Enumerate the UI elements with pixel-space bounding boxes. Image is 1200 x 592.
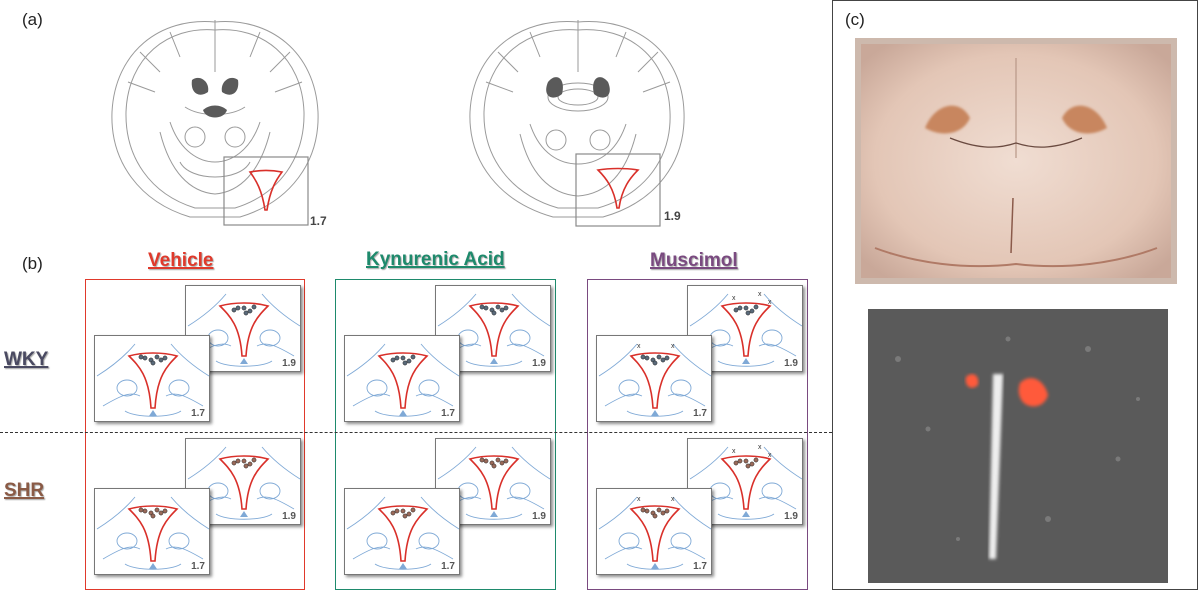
group-box-kynurenic-acid [335, 279, 556, 590]
panel-c-frame [832, 0, 1198, 590]
map-level-back: 1.9 [532, 358, 546, 369]
map-level-back: 1.9 [784, 358, 798, 369]
map-level-back: 1.9 [282, 358, 296, 369]
svg-text:x: x [758, 291, 762, 298]
svg-text:x: x [768, 299, 772, 306]
panel-label-a: (a) [22, 10, 43, 29]
map-level-back: 1.9 [532, 511, 546, 522]
brain-slice-photo [855, 38, 1177, 284]
strain-divider [0, 432, 832, 433]
map-level-back: 1.9 [282, 511, 296, 522]
svg-text:x: x [768, 452, 772, 459]
coronal-atlas-right [469, 20, 685, 227]
group-title-kynurenic-acid: Kynurenic Acid [366, 249, 505, 270]
map-level-front: 1.7 [441, 561, 455, 572]
svg-text:x: x [732, 448, 736, 455]
group-box-muscimol [587, 279, 808, 590]
map-level-back: 1.9 [784, 511, 798, 522]
map-level-front: 1.7 [191, 408, 205, 419]
placement-map-kynurenic-acid-wky-front: 1.7 [344, 335, 460, 422]
placement-map-kynurenic-acid-shr-front: 1.7 [344, 488, 460, 575]
svg-text:x: x [671, 496, 675, 503]
placement-map-vehicle-wky-front: 1.7 [94, 335, 210, 422]
placement-map-muscimol-wky-front: x x 1.7 [596, 335, 712, 422]
atlas-level-right: 1.9 [664, 209, 681, 223]
svg-text:x: x [637, 343, 641, 350]
panel-label-c: (c) [845, 10, 865, 29]
map-level-front: 1.7 [191, 561, 205, 572]
row-label-shr: SHR [4, 480, 45, 501]
group-title-muscimol: Muscimol [650, 250, 738, 271]
map-level-front: 1.7 [693, 408, 707, 419]
svg-text:x: x [637, 496, 641, 503]
atlas-level-left: 1.7 [310, 214, 327, 228]
coronal-atlas-left [111, 20, 319, 226]
map-level-front: 1.7 [441, 408, 455, 419]
placement-map-vehicle-shr-front: 1.7 [94, 488, 210, 575]
svg-text:x: x [671, 343, 675, 350]
svg-text:x: x [732, 295, 736, 302]
panel-label-b: (b) [22, 254, 43, 273]
row-label-wky: WKY [4, 349, 49, 370]
fluorescent-injection-site [868, 309, 1168, 583]
map-level-front: 1.7 [693, 561, 707, 572]
group-box-vehicle [85, 279, 305, 590]
placement-map-muscimol-shr-front: x x 1.7 [596, 488, 712, 575]
svg-text:x: x [758, 444, 762, 451]
group-title-vehicle: Vehicle [148, 250, 214, 271]
